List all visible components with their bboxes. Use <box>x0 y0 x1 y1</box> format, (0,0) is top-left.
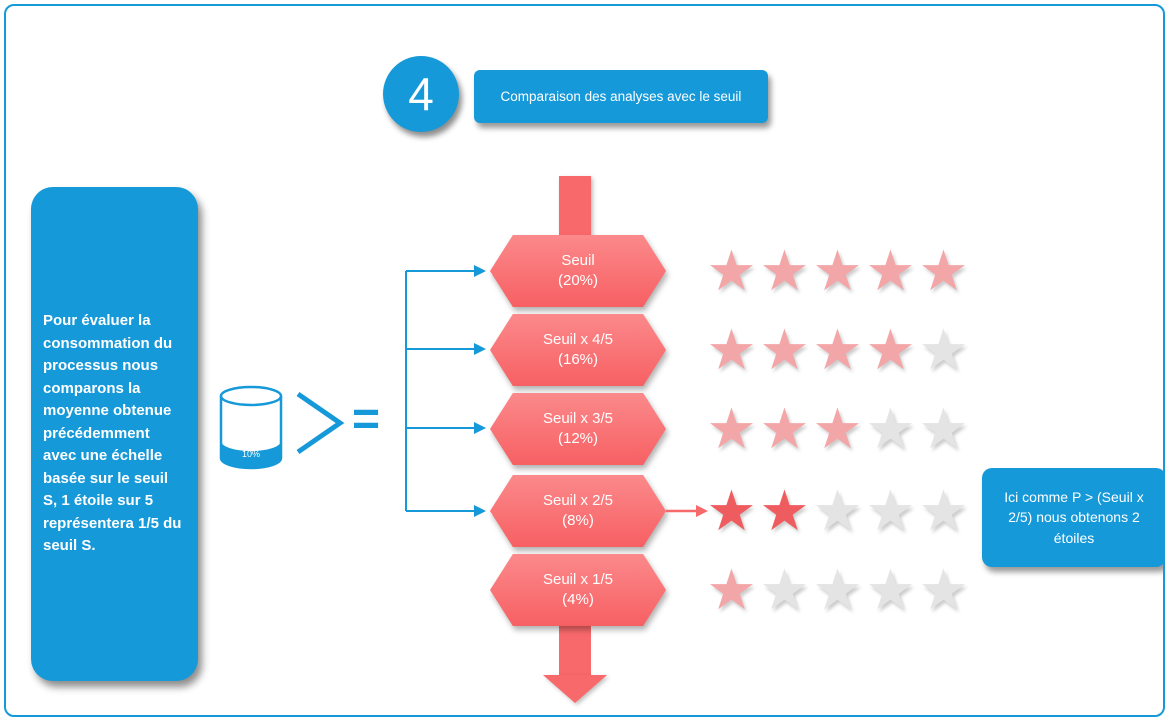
star-filled-icon: ★ <box>812 239 863 302</box>
star-empty-icon: ★ <box>918 479 969 542</box>
threshold-label: Seuil x 3/5 <box>542 409 614 427</box>
threshold-hexagon: Seuil x 3/5 (12%) <box>490 393 666 465</box>
threshold-percentage: (12%) <box>557 430 598 447</box>
star-filled-icon: ★ <box>706 558 757 621</box>
star-filled-icon: ★ <box>759 397 810 460</box>
star-filled-icon: ★ <box>706 239 757 302</box>
star-empty-icon: ★ <box>812 479 863 542</box>
threshold-hexagon: Seuil (20%) <box>490 235 666 307</box>
threshold-hexagon: Seuil x 4/5 (16%) <box>490 314 666 386</box>
result-note-box: Ici comme P > (Seuil x 2/5) nous obtenon… <box>982 468 1163 567</box>
star-rating-row: ★★★★★ <box>705 481 970 541</box>
hexagon-shape: Seuil (20%) <box>490 235 666 307</box>
star-empty-icon: ★ <box>865 479 916 542</box>
explanation-panel: Pour évaluer la consommation du processu… <box>31 187 198 681</box>
hexagon-shape: Seuil x 1/5 (4%) <box>490 554 666 626</box>
star-filled-icon: ★ <box>706 397 757 460</box>
result-note-text: Ici comme P > (Seuil x 2/5) nous obtenon… <box>1004 489 1144 546</box>
slide-title: Comparaison des analyses avec le seuil <box>500 89 742 104</box>
equals-sign: = <box>352 393 381 446</box>
threshold-label: Seuil x 4/5 <box>542 330 614 348</box>
star-rating-row: ★★★★★ <box>705 320 970 380</box>
star-filled-icon: ★ <box>706 318 757 381</box>
result-arrow <box>666 505 708 517</box>
threshold-percentage: (4%) <box>562 591 594 608</box>
star-empty-icon: ★ <box>865 397 916 460</box>
hexagon-shape: Seuil x 2/5 (8%) <box>490 475 666 547</box>
star-rating-row: ★★★★★ <box>705 241 970 301</box>
threshold-label: Seuil x 1/5 <box>542 570 614 588</box>
star-rating-row: ★★★★★ <box>705 560 970 620</box>
star-empty-icon: ★ <box>918 397 969 460</box>
star-filled-icon: ★ <box>706 479 757 542</box>
star-empty-icon: ★ <box>865 558 916 621</box>
star-filled-icon: ★ <box>759 479 810 542</box>
star-filled-icon: ★ <box>865 239 916 302</box>
star-filled-icon: ★ <box>759 239 810 302</box>
star-empty-icon: ★ <box>812 558 863 621</box>
flow-arrow-bottom-stem <box>559 623 591 676</box>
star-filled-icon: ★ <box>812 397 863 460</box>
threshold-label: Seuil x 2/5 <box>542 491 614 509</box>
star-filled-icon: ★ <box>759 318 810 381</box>
star-empty-icon: ★ <box>918 558 969 621</box>
threshold-percentage: (8%) <box>562 512 594 529</box>
star-empty-icon: ★ <box>759 558 810 621</box>
slide-canvas: 4 Comparaison des analyses avec le seuil… <box>4 4 1165 717</box>
hexagon-shape: Seuil x 4/5 (16%) <box>490 314 666 386</box>
threshold-hexagon: Seuil x 2/5 (8%) <box>490 475 666 547</box>
flow-arrow-top <box>559 176 591 237</box>
step-number: 4 <box>408 68 434 120</box>
connector-arrows <box>405 265 486 517</box>
database-cylinder-icon: 10% <box>219 385 283 470</box>
flow-arrow-bottom-head-icon <box>543 675 607 703</box>
star-filled-icon: ★ <box>812 318 863 381</box>
star-empty-icon: ★ <box>918 318 969 381</box>
star-filled-icon: ★ <box>918 239 969 302</box>
explanation-text: Pour évaluer la consommation du processu… <box>43 312 182 555</box>
step-number-badge: 4 <box>383 56 459 132</box>
star-rating-row: ★★★★★ <box>705 399 970 459</box>
greater-than-icon <box>296 391 345 455</box>
slide-title-box: Comparaison des analyses avec le seuil <box>474 70 768 123</box>
threshold-hexagon: Seuil x 1/5 (4%) <box>490 554 666 626</box>
threshold-label: Seuil <box>561 251 595 269</box>
star-filled-icon: ★ <box>865 318 916 381</box>
threshold-percentage: (20%) <box>557 272 598 289</box>
threshold-percentage: (16%) <box>557 351 598 368</box>
database-fill-label: 10% <box>242 449 260 459</box>
hexagon-shape: Seuil x 3/5 (12%) <box>490 393 666 465</box>
